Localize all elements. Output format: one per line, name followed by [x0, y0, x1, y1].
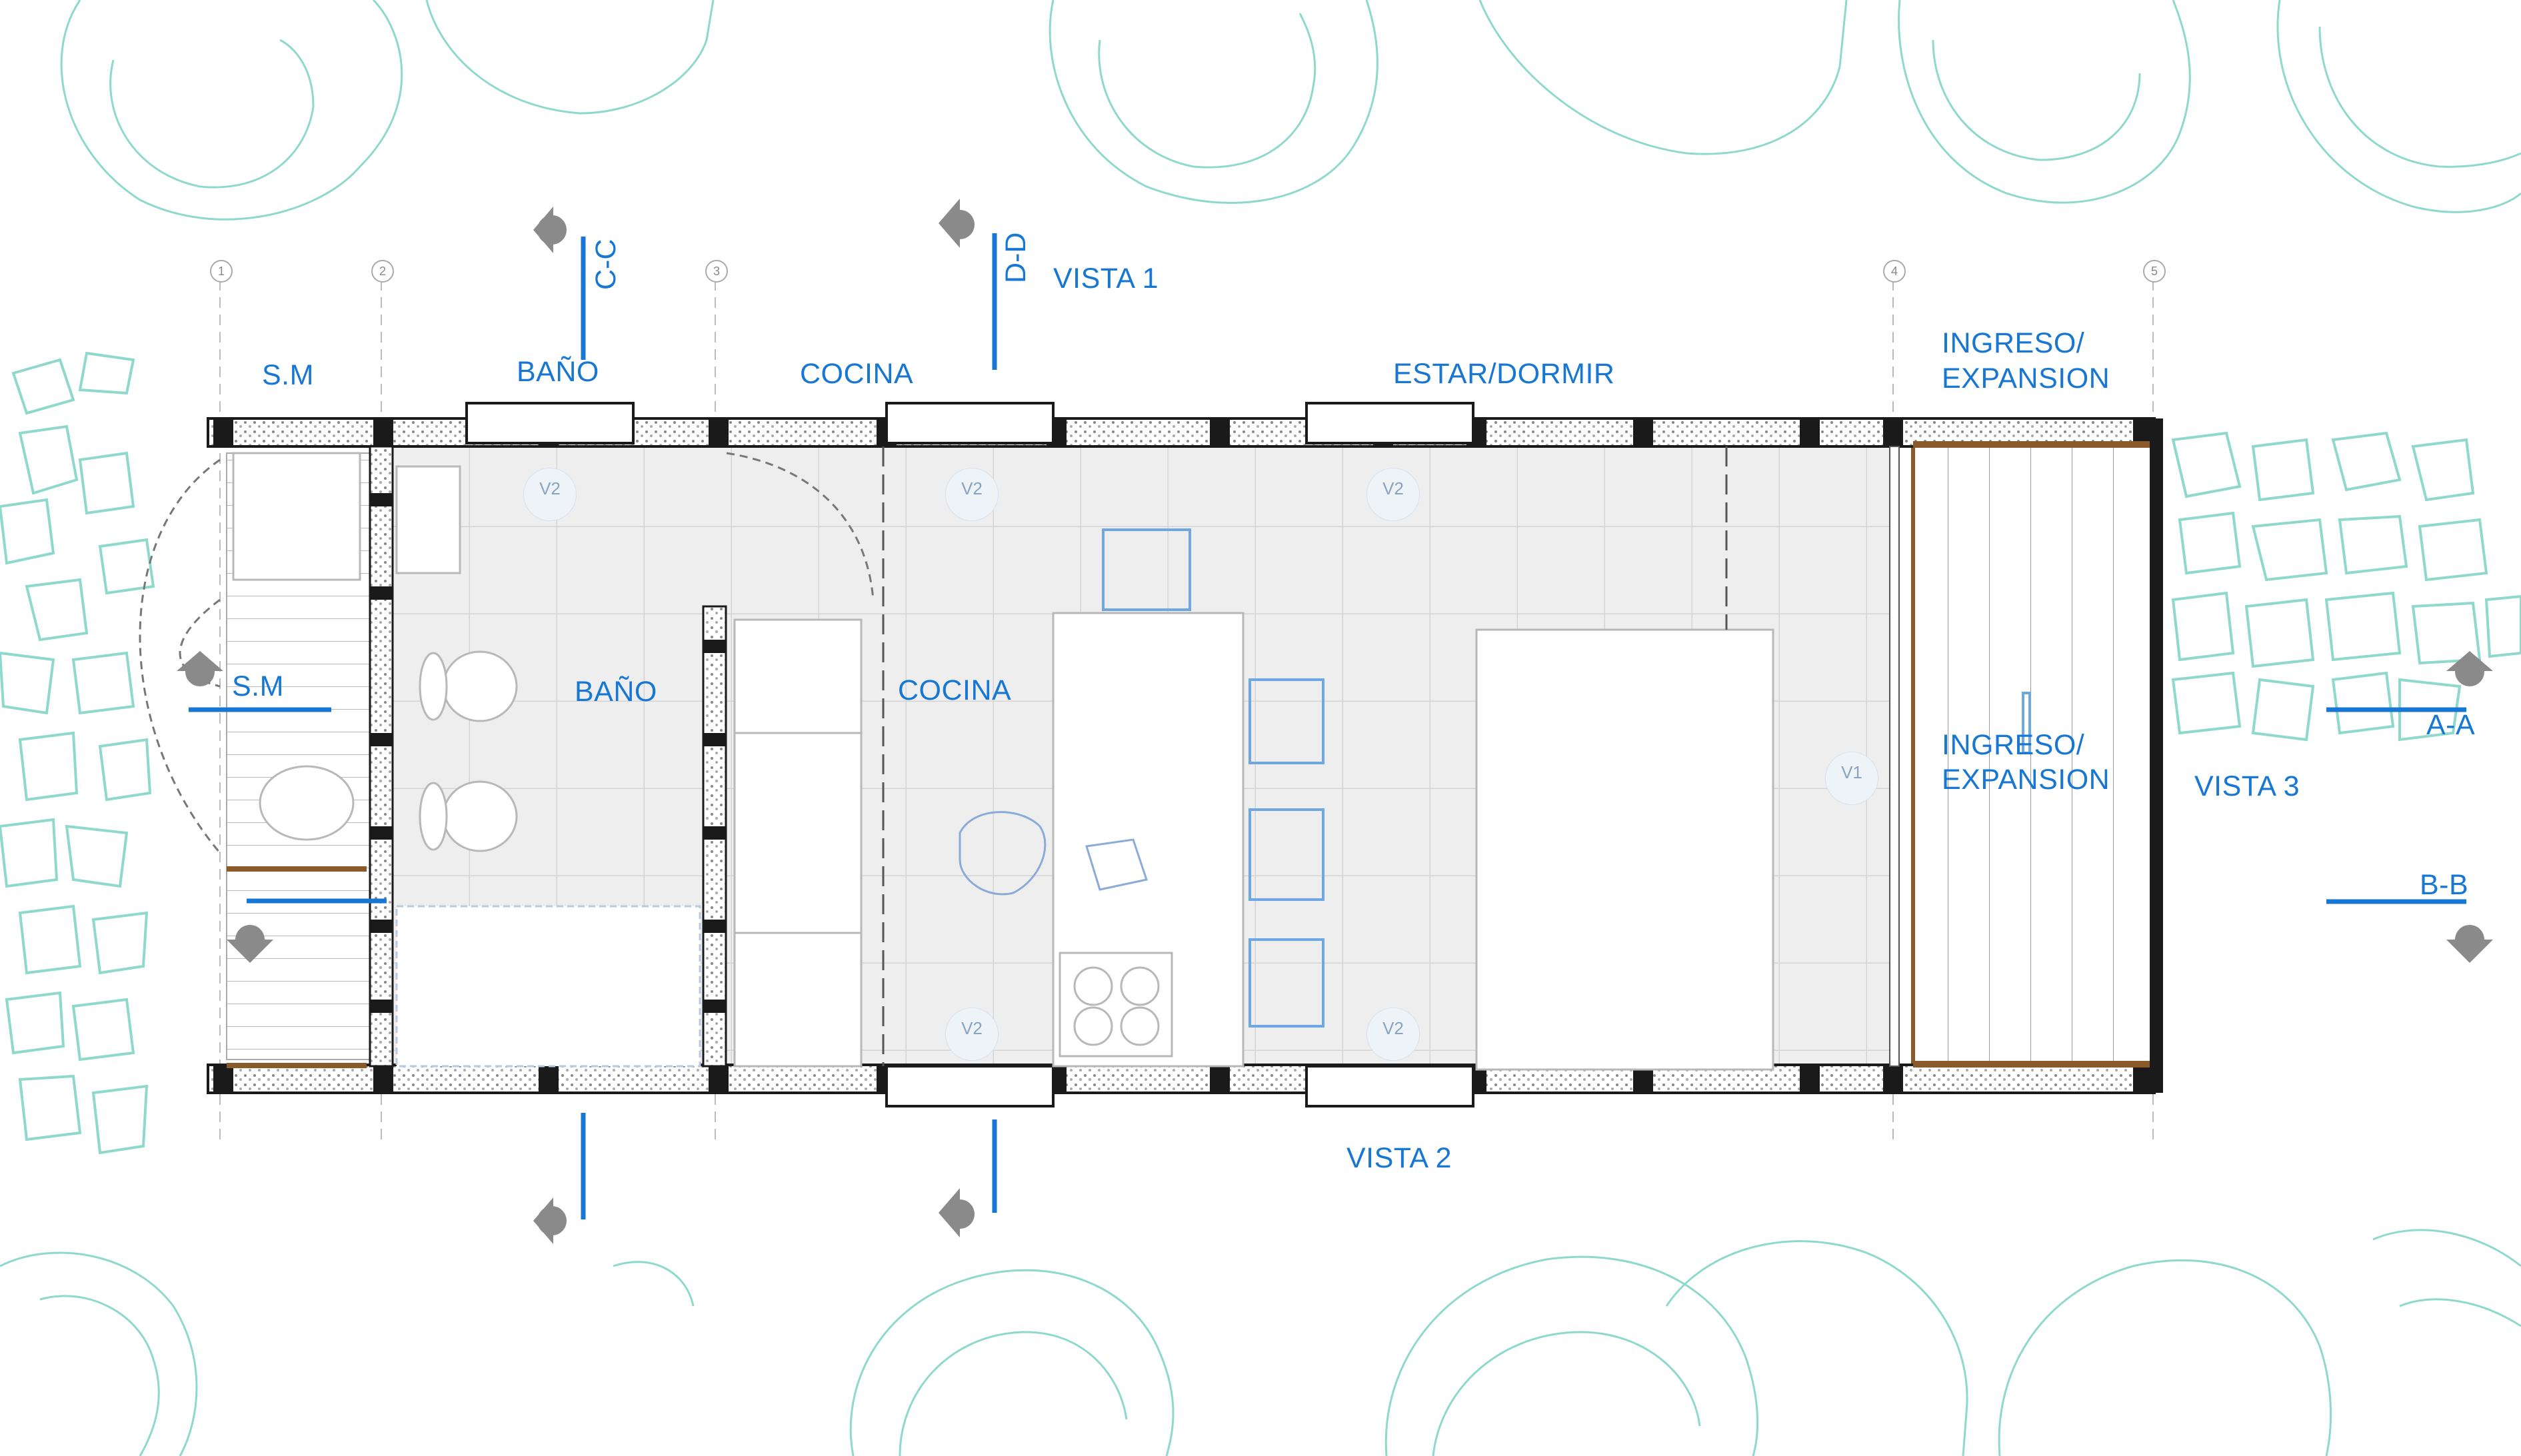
window-tag-v2-4: V2: [945, 1008, 999, 1061]
window-tag-v2-1: V2: [523, 468, 577, 521]
axis-5: 5: [2143, 260, 2166, 283]
view-3-label: VISTA 3: [2194, 770, 2300, 802]
section-aa-label: A-A: [2426, 709, 2476, 741]
top-label-ingreso-2: EXPANSION: [1942, 363, 2110, 394]
room-label-ingreso-2: EXPANSION: [1942, 764, 2110, 796]
stones-right: [2171, 431, 2521, 742]
section-dd-label: D-D: [1000, 232, 1032, 283]
window-tag-v2-5: V2: [1366, 1008, 1420, 1061]
section-cc-label: C-C: [590, 239, 622, 290]
walls: [207, 402, 2163, 1107]
view-1-label: VISTA 1: [1053, 263, 1159, 295]
view-2-label: VISTA 2: [1346, 1142, 1452, 1174]
top-label-cocina: COCINA: [800, 358, 914, 390]
stones-left: [0, 351, 155, 1155]
window-tag-text: V2: [961, 1018, 983, 1038]
top-label-ingreso-1: INGRESO/: [1942, 327, 2085, 359]
axis-4: 4: [1883, 260, 1906, 283]
window-tag-v2-3: V2: [1366, 468, 1420, 521]
axis-2: 2: [371, 260, 394, 283]
window-tag-text: V2: [539, 478, 561, 498]
section-lines: [189, 233, 2466, 1219]
stools: [1102, 528, 2031, 1028]
landscape-trees-top: [60, 0, 2521, 221]
section-markers: [177, 199, 2493, 1244]
window-tag-v2-2: V2: [945, 468, 999, 521]
landscape-trees-bottom: [0, 1229, 2521, 1456]
top-label-bano: BAÑO: [517, 356, 599, 388]
window-tag-text: V1: [1841, 762, 1862, 782]
section-bb-label: B-B: [2420, 869, 2469, 901]
room-label-ingreso-1: INGRESO/: [1942, 729, 2085, 761]
top-label-sm: S.M: [262, 359, 314, 391]
window-tag-text: V2: [961, 478, 983, 498]
room-label-bano: BAÑO: [575, 676, 657, 708]
axis-3: 3: [705, 260, 728, 283]
room-label-sm: S.M: [232, 670, 284, 702]
fixtures: [232, 452, 1774, 1071]
window-tag-text: V2: [1382, 478, 1404, 498]
window-tag-v1: V1: [1825, 752, 1878, 805]
window-tag-text: V2: [1382, 1018, 1404, 1038]
deck-ingreso: [1911, 443, 2158, 1067]
top-label-estar: ESTAR/DORMIR: [1393, 358, 1615, 390]
axis-1: 1: [210, 260, 233, 283]
room-label-cocina: COCINA: [898, 674, 1012, 706]
